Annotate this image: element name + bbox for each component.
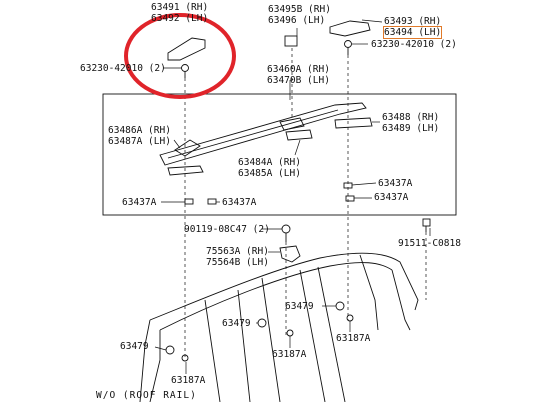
fastener-63187a-mid bbox=[286, 329, 294, 337]
label-63496: 63496 (LH) bbox=[268, 15, 326, 26]
label-63187a-mid: 63187A bbox=[272, 349, 307, 360]
label-63487a: 63487A (LH) bbox=[108, 136, 171, 147]
clip-right-lower bbox=[345, 195, 355, 202]
label-63492: 63492 (LH) bbox=[151, 13, 209, 24]
screw-right bbox=[344, 40, 352, 55]
label-75564b: 75564B (LH) bbox=[206, 257, 269, 268]
label-63437a-left-2: 63437A bbox=[222, 197, 257, 208]
label-63488: 63488 (RH) bbox=[382, 112, 440, 123]
label-75563a: 75563A (RH) bbox=[206, 246, 269, 257]
label-63495b: 63495B (RH) bbox=[268, 4, 331, 15]
label-63485a: 63485A (LH) bbox=[238, 168, 301, 179]
label-63230-left: 63230-42010 (2) bbox=[80, 63, 166, 74]
label-63460a: 63460A (RH) bbox=[267, 64, 330, 75]
label-63494: 63494 (LH) bbox=[382, 26, 443, 39]
label-63486a: 63486A (RH) bbox=[108, 125, 171, 136]
label-63479-mid: 63479 bbox=[222, 318, 251, 329]
cover-63491 bbox=[167, 37, 206, 61]
footnote: W/O (ROOF RAIL) bbox=[96, 390, 197, 401]
label-63187a-left: 63187A bbox=[171, 375, 206, 386]
label-63493: 63493 (RH) bbox=[384, 16, 442, 27]
label-63470b: 63470B (LH) bbox=[267, 75, 330, 86]
fastener-63479-left bbox=[165, 345, 175, 355]
annotation-circle bbox=[124, 13, 236, 99]
label-63230-right: 63230-42010 (2) bbox=[371, 39, 457, 50]
label-63491: 63491 (RH) bbox=[151, 2, 209, 13]
label-90119: 90119-08C47 (2) bbox=[184, 224, 270, 235]
label-63489: 63489 (LH) bbox=[382, 123, 440, 134]
pad-right bbox=[334, 117, 373, 129]
clip-left-1 bbox=[184, 198, 194, 205]
leader-lines bbox=[154, 19, 431, 374]
fastener-63479-mid bbox=[257, 318, 267, 328]
screw-left bbox=[181, 64, 189, 78]
clip-left-2 bbox=[207, 198, 217, 205]
cover-63493 bbox=[329, 20, 371, 37]
roof-rail bbox=[159, 102, 367, 166]
label-63484a: 63484A (RH) bbox=[238, 157, 301, 168]
bolt-91511 bbox=[422, 218, 431, 232]
fastener-63479-right bbox=[335, 301, 345, 311]
assembly-frame bbox=[102, 93, 457, 216]
reference-lines bbox=[184, 48, 427, 360]
label-63187a-right: 63187A bbox=[336, 333, 371, 344]
vehicle-roof-outline bbox=[139, 252, 419, 402]
label-63437a-left-1: 63437A bbox=[122, 197, 157, 208]
label-91511: 91511-C0818 bbox=[398, 238, 461, 249]
pad-middle bbox=[285, 129, 313, 141]
label-63437a-right-2: 63437A bbox=[374, 192, 409, 203]
label-63479-right: 63479 bbox=[285, 301, 314, 312]
clip-63495b bbox=[284, 35, 298, 47]
pad-left bbox=[167, 165, 204, 176]
label-63479-left: 63479 bbox=[120, 341, 149, 352]
label-63437a-right-1: 63437A bbox=[378, 178, 413, 189]
bracket-75563a bbox=[279, 245, 301, 263]
bolt-90119 bbox=[281, 224, 291, 242]
